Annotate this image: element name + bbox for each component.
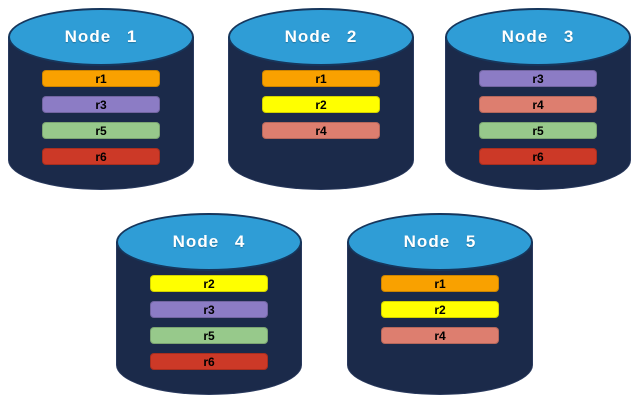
node-title: Node 3 [501, 27, 575, 46]
cylinder-top: Node 1 [8, 8, 194, 66]
replica-bar-list: r3 r4 r5 r6 [479, 70, 597, 165]
replica-label: r6 [95, 149, 107, 164]
replica-bar-r3: r3 [42, 96, 160, 113]
node-title: Node 2 [284, 27, 358, 46]
replica-bar-list: r1 r2 r4 [381, 275, 499, 344]
replica-label: r1 [315, 71, 327, 86]
replica-bar-r6: r6 [479, 148, 597, 165]
replica-bar-r1: r1 [42, 70, 160, 87]
replica-label: r3 [532, 71, 544, 86]
replica-bar-list: r2 r3 r5 r6 [150, 275, 268, 370]
replica-bar-r5: r5 [42, 122, 160, 139]
replica-label: r4 [434, 328, 446, 343]
replica-label: r4 [532, 97, 544, 112]
replica-label: r6 [532, 149, 544, 164]
node-cylinder-3: Node 3 r3 r4 r5 r6 [445, 8, 631, 190]
replica-bar-r1: r1 [381, 275, 499, 292]
replica-label: r5 [95, 123, 107, 138]
replica-label: r2 [315, 97, 327, 112]
replica-label: r4 [315, 123, 327, 138]
cylinder-top: Node 3 [445, 8, 631, 66]
replica-bar-r2: r2 [381, 301, 499, 318]
replica-bar-r4: r4 [479, 96, 597, 113]
replica-label: r3 [203, 302, 215, 317]
replica-bar-r2: r2 [150, 275, 268, 292]
replica-label: r3 [95, 97, 107, 112]
replica-bar-r1: r1 [262, 70, 380, 87]
replica-bar-r6: r6 [150, 353, 268, 370]
cylinder-top: Node 2 [228, 8, 414, 66]
replica-label: r2 [434, 302, 446, 317]
replica-bar-r4: r4 [381, 327, 499, 344]
replica-label: r1 [95, 71, 107, 86]
node-title: Node 1 [64, 27, 138, 46]
node-cylinder-4: Node 4 r2 r3 r5 r6 [116, 213, 302, 395]
replica-bar-r2: r2 [262, 96, 380, 113]
node-cylinder-5: Node 5 r1 r2 r4 [347, 213, 533, 395]
node-title: Node 5 [403, 232, 477, 251]
node-cylinder-1: Node 1 r1 r3 r5 r6 [8, 8, 194, 190]
node-title: Node 4 [172, 232, 246, 251]
replica-label: r5 [203, 328, 215, 343]
cylinder-top: Node 4 [116, 213, 302, 271]
replica-bar-r3: r3 [479, 70, 597, 87]
replica-label: r6 [203, 354, 215, 369]
replica-bar-r4: r4 [262, 122, 380, 139]
replica-label: r2 [203, 276, 215, 291]
replica-bar-list: r1 r3 r5 r6 [42, 70, 160, 165]
node-cylinder-2: Node 2 r1 r2 r4 [228, 8, 414, 190]
replica-bar-r3: r3 [150, 301, 268, 318]
cylinder-top: Node 5 [347, 213, 533, 271]
replica-label: r5 [532, 123, 544, 138]
replica-bar-r5: r5 [479, 122, 597, 139]
replica-bar-list: r1 r2 r4 [262, 70, 380, 139]
replica-label: r1 [434, 276, 446, 291]
replica-bar-r5: r5 [150, 327, 268, 344]
replica-bar-r6: r6 [42, 148, 160, 165]
